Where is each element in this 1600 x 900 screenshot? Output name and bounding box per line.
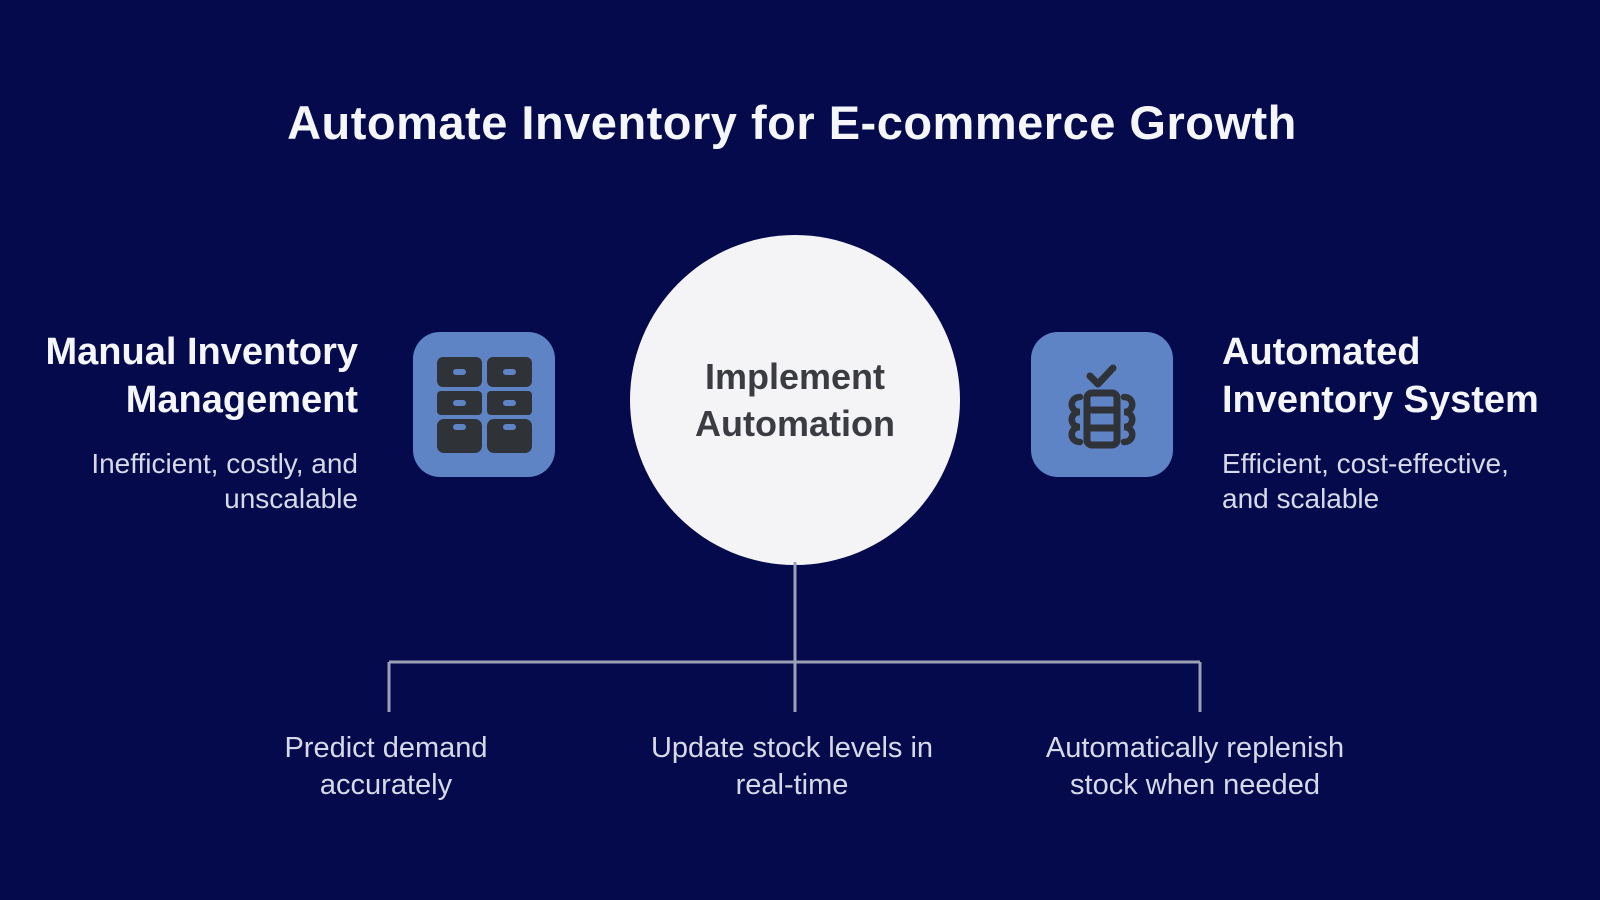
manual-inventory-section: Manual Inventory Management Inefficient,… [38,328,359,516]
manual-inventory-subtitle: Inefficient, costly, and unscalable [91,448,358,514]
implement-automation-node: Implement Automation [630,235,960,565]
benefit-update-stock: Update stock levels in real-time [650,732,934,801]
automated-inventory-section: Automated Inventory System Efficient, co… [1222,328,1552,516]
inventory-check-icon [1068,364,1136,448]
automated-inventory-icon-tile [1031,332,1173,477]
benefit-replenish-stock: Automatically replenish stock when neede… [1045,732,1345,801]
benefit-predict-demand: Predict demand accurately [284,732,488,801]
page-title: Automate Inventory for E-commerce Growth [287,96,1297,149]
drawer-cabinet-icon [437,356,532,453]
automated-inventory-heading: Automated Inventory System [1222,331,1539,421]
manual-inventory-icon-tile [413,332,555,477]
implement-automation-label: Implement Automation [695,356,895,444]
manual-inventory-heading: Manual Inventory Management [45,331,359,421]
automated-inventory-subtitle: Efficient, cost-effective, and scalable [1222,448,1509,514]
